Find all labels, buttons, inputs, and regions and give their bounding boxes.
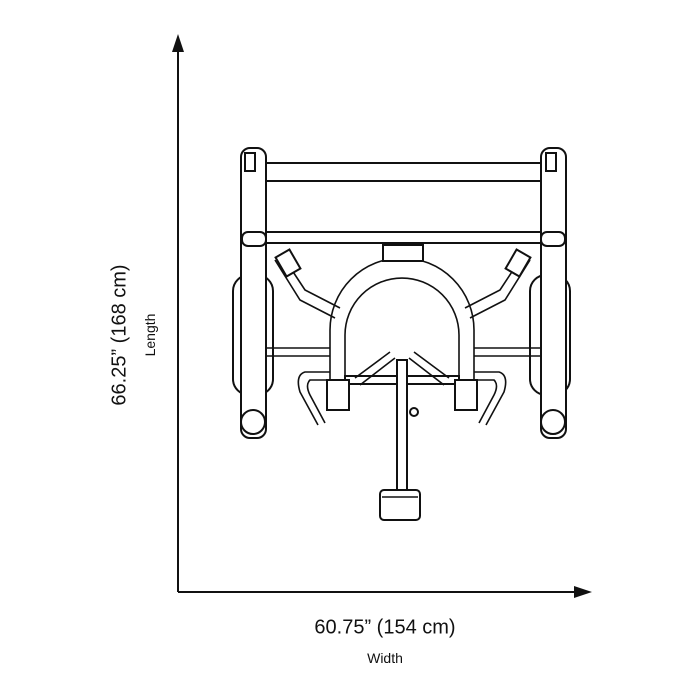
left-footplate <box>326 379 350 411</box>
top-crossbar <box>261 162 543 182</box>
right-post <box>540 147 567 439</box>
arch-mount <box>382 244 424 262</box>
machine-top-view <box>232 147 571 521</box>
length-dimension-value: 66.25” (168 cm) <box>108 264 131 406</box>
seat-pad <box>379 489 421 521</box>
length-arrow-icon <box>172 34 184 52</box>
length-label: Length <box>142 313 158 357</box>
front-crossbar <box>261 231 543 244</box>
left-post <box>240 147 267 439</box>
width-arrow-icon <box>574 586 592 598</box>
right-footplate <box>454 379 478 411</box>
dimension-axes <box>172 34 592 598</box>
center-stem <box>396 359 408 493</box>
width-dimension-value: 60.75” (154 cm) <box>314 616 456 639</box>
left-post-cap <box>244 152 256 172</box>
right-post-cap <box>545 152 557 172</box>
width-label: Width <box>367 650 403 666</box>
